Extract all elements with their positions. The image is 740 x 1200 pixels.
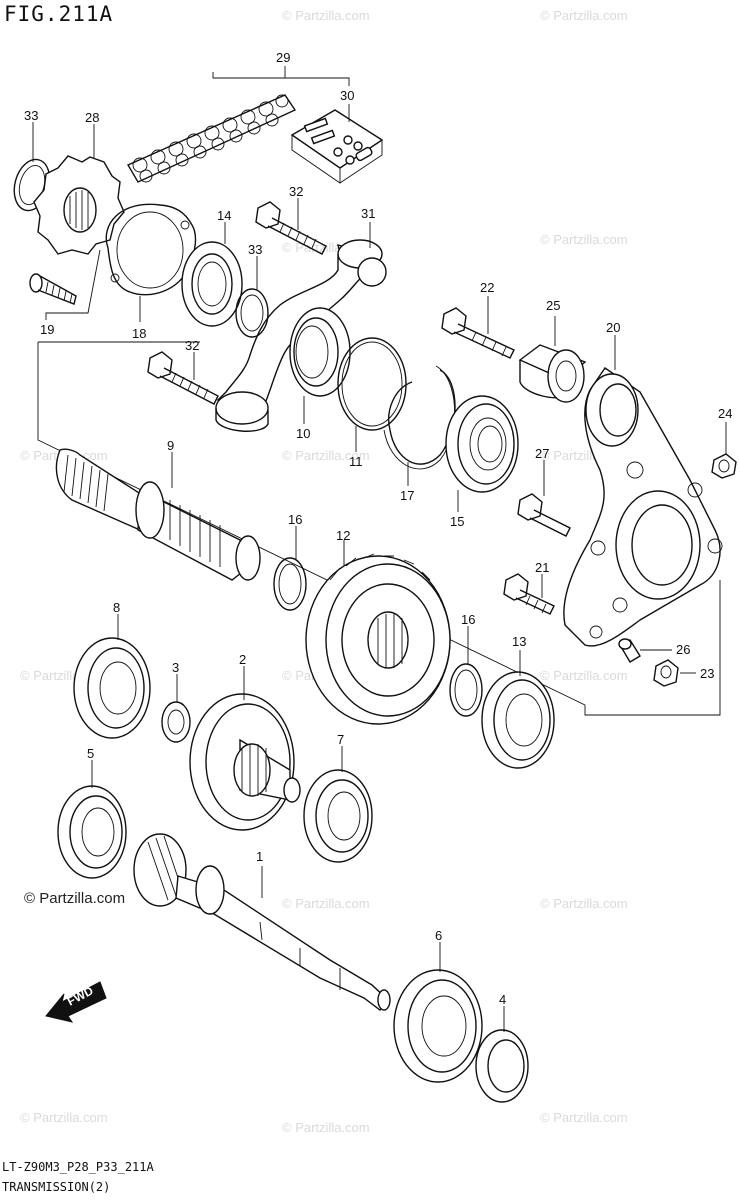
ball-bearing [445, 395, 519, 493]
callout-11: 11 [349, 454, 363, 469]
countershaft-driven-gear [305, 553, 451, 725]
ball-bearing [481, 671, 555, 769]
leader-line [45, 249, 101, 320]
watermark: © Partzilla.com [282, 896, 370, 911]
callout-14: 14 [217, 208, 231, 223]
nut [711, 453, 737, 479]
watermark: © Partzilla.com [282, 1120, 370, 1135]
callout-20: 20 [606, 320, 620, 335]
bolt [441, 307, 515, 359]
figure-name: TRANSMISSION(2) [2, 1180, 111, 1194]
callout-23: 23 [700, 666, 714, 681]
dowel-pin [618, 638, 641, 663]
thrust-washer [161, 701, 191, 743]
watermark: © Partzilla.com [282, 8, 370, 23]
callout-8: 8 [113, 600, 120, 615]
watermark: © Partzilla.com [540, 8, 628, 23]
o-ring [337, 337, 407, 431]
ball-bearing [303, 769, 373, 863]
callout-30: 30 [340, 88, 354, 103]
forward-arrow-icon: FWD [45, 981, 107, 1023]
watermark: © Partzilla.com [540, 668, 628, 683]
callout-3: 3 [172, 660, 179, 675]
callout-26: 26 [676, 642, 690, 657]
sprocket-cover-bracket [215, 239, 387, 432]
callout-16b: 16 [461, 612, 475, 627]
bearing-seal [289, 307, 351, 397]
ball-bearing [73, 637, 151, 739]
callout-12: 12 [336, 528, 350, 543]
callout-19: 19 [40, 322, 54, 337]
circlip [273, 557, 307, 611]
watermark: © Partzilla.com [540, 232, 628, 247]
assembly-guide-line [37, 342, 721, 716]
snap-ring [383, 365, 456, 470]
callout-2: 2 [239, 652, 246, 667]
callout-28: 28 [85, 110, 99, 125]
circlip [235, 288, 269, 338]
callout-16: 16 [288, 512, 302, 527]
callout-25: 25 [546, 298, 560, 313]
callout-labels: 1 2 3 4 5 6 7 8 9 10 11 12 13 14 15 16 1… [24, 50, 732, 1007]
countershaft [55, 448, 261, 581]
callout-32b: 32 [185, 338, 199, 353]
oil-seal [475, 1029, 529, 1103]
callout-9: 9 [167, 438, 174, 453]
drive-chain [126, 94, 297, 183]
leader-line [212, 72, 350, 86]
circlip [449, 663, 483, 717]
callout-7: 7 [337, 732, 344, 747]
partzilla-watermark: © Partzilla.com [24, 890, 126, 907]
bolt [503, 573, 555, 615]
callout-5: 5 [87, 746, 94, 761]
callout-31: 31 [361, 206, 375, 221]
callout-32: 32 [289, 184, 303, 199]
chain-joint-kit [290, 109, 384, 184]
driveshaft [133, 833, 391, 1011]
ball-bearing [57, 785, 127, 879]
callout-33b: 33 [248, 242, 262, 257]
callout-24: 24 [718, 406, 732, 421]
nut [653, 659, 679, 687]
bolt [255, 201, 327, 255]
callout-33: 33 [24, 108, 38, 123]
bolt [517, 493, 571, 537]
callout-13: 13 [512, 634, 526, 649]
figure-code: LT-Z90M3_P28_P33_211A [2, 1160, 154, 1174]
watermark: © Partzilla.com [282, 448, 370, 463]
callout-15: 15 [450, 514, 464, 529]
callout-29: 29 [276, 50, 290, 65]
callout-4: 4 [499, 992, 506, 1007]
collar [518, 344, 587, 403]
figure-title: FIG.211A [4, 2, 114, 26]
watermark: © Partzilla.com [20, 1110, 108, 1125]
callout-22: 22 [480, 280, 494, 295]
callout-1: 1 [256, 849, 263, 864]
watermark: © Partzilla.com [540, 896, 628, 911]
callout-10: 10 [296, 426, 310, 441]
callout-21: 21 [535, 560, 549, 575]
bearing-holder [563, 367, 723, 647]
bolt [29, 273, 77, 305]
callout-6: 6 [435, 928, 442, 943]
oil-seal [181, 241, 243, 327]
ball-bearing [393, 969, 483, 1083]
bolt [147, 351, 219, 405]
engine-sprocket [33, 155, 125, 255]
callout-18: 18 [132, 326, 146, 341]
watermark: © Partzilla.com [540, 1110, 628, 1125]
gasket [105, 203, 197, 296]
callout-17: 17 [400, 488, 414, 503]
driveshaft-gear [189, 693, 301, 831]
callout-27: 27 [535, 446, 549, 461]
